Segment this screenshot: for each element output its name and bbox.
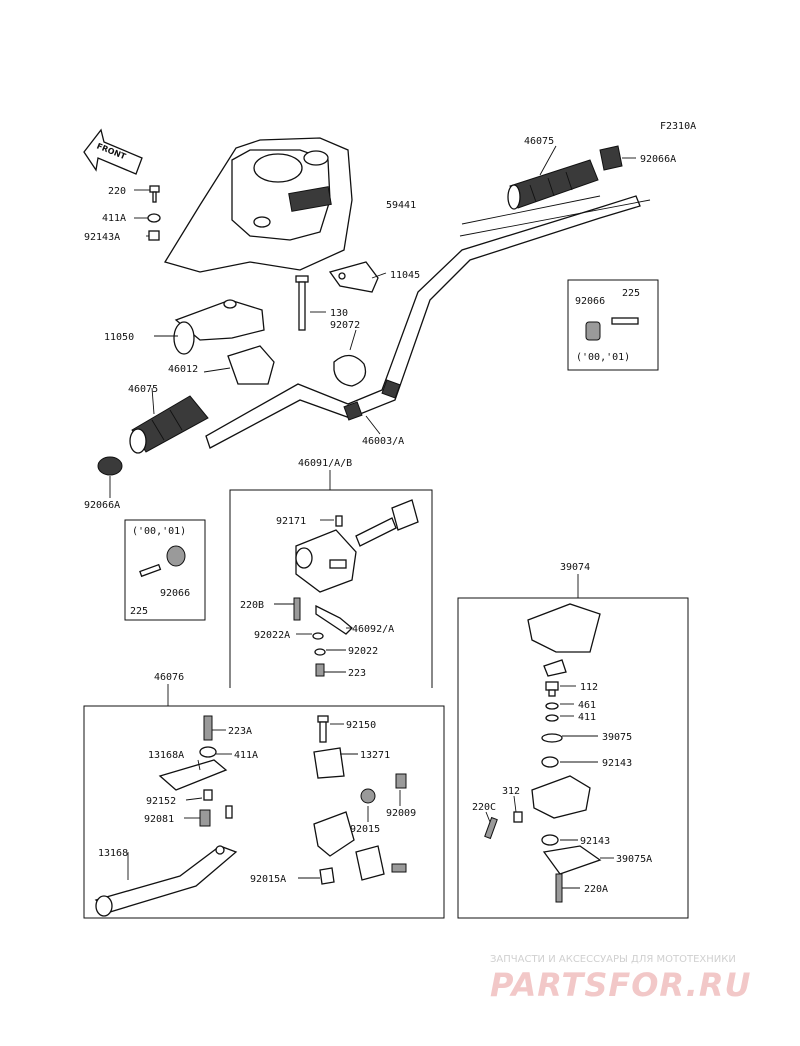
label-92015: 92015	[350, 824, 380, 835]
clamp-92072	[333, 354, 367, 387]
screw-223	[315, 663, 325, 677]
handlebar	[205, 195, 651, 449]
holder-11045	[328, 261, 379, 293]
washer-411a	[147, 213, 161, 223]
label-411a: 411A	[102, 213, 126, 224]
label-46091: 46091/A/B	[298, 458, 352, 469]
label-92143-b: 92143	[580, 836, 610, 847]
label-130: 130	[330, 308, 348, 319]
label-220b: 220B	[240, 600, 264, 611]
inset-right-p92066: 92066	[575, 296, 605, 307]
inset-left-p225: 225	[130, 606, 148, 617]
inset-left-p92066: 92066	[160, 588, 190, 599]
label-46076: 46076	[154, 672, 184, 683]
washer-92022a	[312, 632, 324, 640]
label-11045: 11045	[390, 270, 420, 281]
grip-end-cap-right	[599, 145, 623, 171]
label-92072: 92072	[330, 320, 360, 331]
inset-right-parts	[585, 317, 639, 341]
label-13168a: 13168A	[148, 750, 184, 761]
label-411: 411	[578, 712, 596, 723]
bolt-220	[149, 185, 160, 203]
washer-92022	[314, 648, 326, 656]
label-92143-a: 92143	[602, 758, 632, 769]
figure-code: F2310A	[660, 121, 696, 132]
label-92150: 92150	[346, 720, 376, 731]
label-46075-top: 46075	[524, 136, 554, 147]
label-92066a-top: 92066A	[640, 154, 676, 165]
bracket-11050	[173, 299, 265, 355]
label-112: 112	[580, 682, 598, 693]
label-13271: 13271	[360, 750, 390, 761]
label-39074: 39074	[560, 562, 590, 573]
label-92022a: 92022A	[254, 630, 290, 641]
holder-46012	[227, 345, 275, 385]
label-223: 223	[348, 668, 366, 679]
label-59441: 59441	[386, 200, 416, 211]
watermark-tagline: ЗАПЧАСТИ И АКСЕССУАРЫ ДЛЯ МОТОТЕХНИКИ	[490, 954, 736, 965]
grip-end-cap-left	[97, 456, 123, 476]
inset-right-year: ('00,'01)	[576, 352, 630, 363]
label-92143a: 92143A	[84, 232, 120, 243]
label-39075a: 39075A	[616, 854, 652, 865]
label-92022: 92022	[348, 646, 378, 657]
throttle-box	[457, 597, 689, 919]
label-411a-b: 411A	[234, 750, 258, 761]
label-46092a: 46092/A	[352, 624, 394, 635]
switch-box	[229, 489, 433, 688]
label-46075-left: 46075	[128, 384, 158, 395]
inset-left-year: ('00,'01)	[132, 526, 186, 537]
switch-assembly	[295, 499, 419, 593]
part-labels: 220 411A 92143A 59441 46075 92066A 11045…	[84, 136, 676, 895]
label-46012: 46012	[168, 364, 198, 375]
grip-right	[507, 159, 599, 210]
lever-46092	[315, 604, 353, 635]
label-312: 312	[502, 786, 520, 797]
label-46003a: 46003/A	[362, 436, 404, 447]
label-220: 220	[108, 186, 126, 197]
label-11050: 11050	[104, 332, 134, 343]
label-223a: 223A	[228, 726, 252, 737]
screw-220b	[293, 597, 301, 621]
label-92009: 92009	[386, 808, 416, 819]
lever-parts	[94, 715, 407, 917]
inset-left-parts	[139, 545, 186, 578]
label-220a: 220A	[584, 884, 608, 895]
watermark-logo: PARTSFOR.RU	[490, 966, 751, 1004]
inset-right-box	[567, 279, 659, 371]
label-92015a: 92015A	[250, 874, 286, 885]
inset-left-box	[124, 519, 206, 621]
front-arrow-icon: FRONT	[83, 128, 143, 175]
label-92171: 92171	[276, 516, 306, 527]
throttle-parts	[484, 603, 602, 903]
bolt-130	[295, 275, 309, 331]
lever-box	[83, 705, 445, 919]
label-461: 461	[578, 700, 596, 711]
label-92081: 92081	[144, 814, 174, 825]
grip-left	[129, 395, 209, 454]
leader-lines	[109, 145, 636, 889]
inset-right-p225: 225	[622, 288, 640, 299]
collar-92143a	[148, 230, 160, 241]
label-92066a-left: 92066A	[84, 500, 120, 511]
watermark: ЗАПЧАСТИ И АКСЕССУАРЫ ДЛЯ МОТОТЕХНИКИ PA…	[490, 954, 751, 1004]
label-92152: 92152	[146, 796, 176, 807]
meter-cover	[163, 137, 353, 273]
label-39075: 39075	[602, 732, 632, 743]
label-13168: 13168	[98, 848, 128, 859]
label-220c: 220C	[472, 802, 496, 813]
